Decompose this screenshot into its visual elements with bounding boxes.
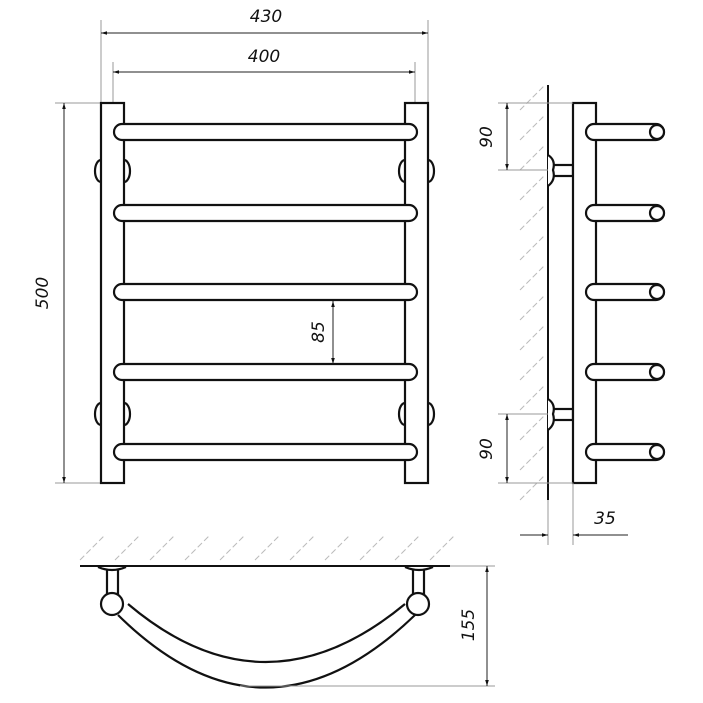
left-ball-joint [99,591,125,617]
dim-depth: 155 [459,609,479,641]
side-view: 90 90 35 [477,84,666,545]
right-ball-joint [405,591,431,617]
brackets [93,158,436,427]
front-view: 430 400 500 85 [33,7,436,485]
wall-hatching-top [79,534,456,561]
dim-bottom-bracket: 90 [477,438,497,460]
dim-height: 500 [33,277,53,309]
wall-hatching [519,84,546,501]
dim-rail-spacing: 85 [309,321,329,343]
dim-overall-width: 430 [250,7,282,27]
rails [112,122,419,462]
dim-rail-width: 400 [248,47,280,67]
dim-top-bracket: 90 [477,126,497,148]
dim-wall-gap: 35 [594,509,616,529]
top-view: 155 [79,534,495,689]
pegs [584,122,666,462]
